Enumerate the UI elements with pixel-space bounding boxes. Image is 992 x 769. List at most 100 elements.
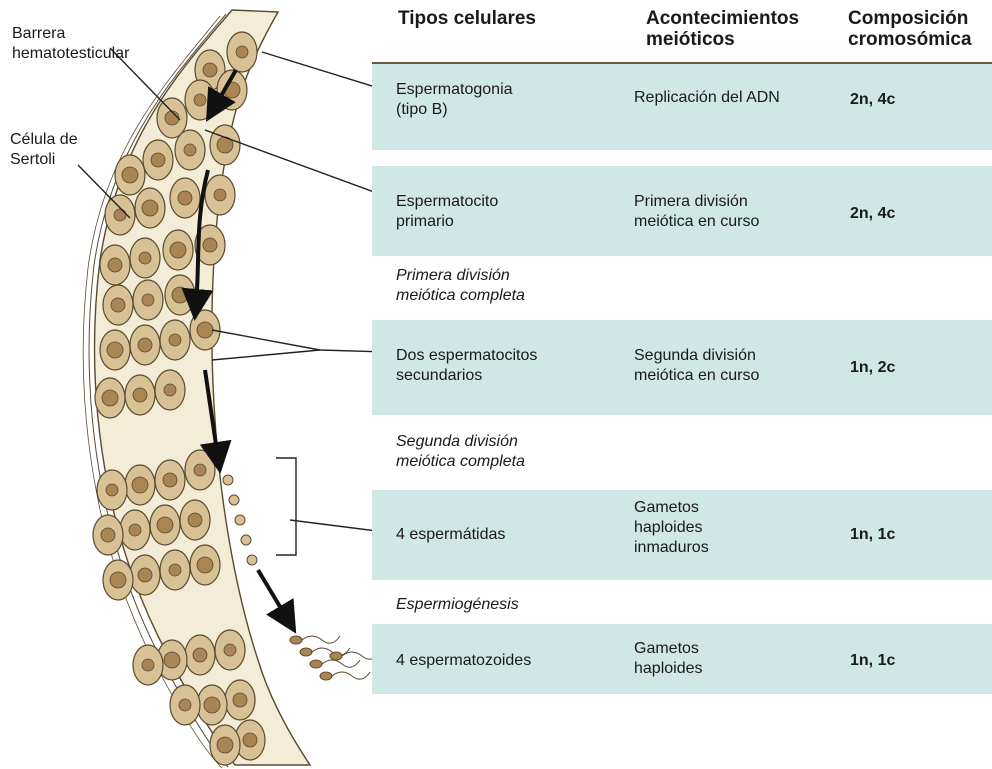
row-4-event: Gametos haploides inmaduros bbox=[634, 498, 709, 558]
cell-nucleus bbox=[217, 737, 233, 753]
spermatozoon-head bbox=[320, 672, 332, 680]
row-2-cell-type-line-2: primario bbox=[396, 212, 498, 232]
cell-nucleus bbox=[169, 564, 181, 576]
row-2-event-line-2: meiótica en curso bbox=[634, 212, 759, 232]
transition-3-label: Espermiogénesis bbox=[396, 595, 519, 615]
spermatozoon-tail bbox=[342, 652, 372, 659]
cell-nucleus bbox=[243, 733, 257, 747]
row-2-event-line-1: Primera división bbox=[634, 192, 759, 212]
row-3-cell-type: Dos espermatocitos secundarios bbox=[396, 346, 537, 386]
cell-nucleus bbox=[194, 94, 206, 106]
spermatozoon-head bbox=[330, 652, 342, 660]
row-1-cell-type-line-1: Espermatogonia bbox=[396, 80, 513, 100]
row-4-event-line-1: Gametos bbox=[634, 498, 709, 518]
barrier-label-line-2: hematotesticular bbox=[12, 44, 129, 64]
cell-nucleus bbox=[184, 144, 196, 156]
row-4-cell-type: 4 espermátidas bbox=[396, 525, 505, 545]
cell-nucleus bbox=[169, 334, 181, 346]
cell-nucleus bbox=[122, 167, 138, 183]
row-3-composition: 1n, 2c bbox=[850, 358, 895, 378]
row-1-cell-type: Espermatogonia (tipo B) bbox=[396, 80, 513, 120]
cell-nucleus bbox=[142, 294, 154, 306]
spermatid bbox=[223, 475, 233, 485]
cell-nucleus bbox=[179, 699, 191, 711]
cell-nucleus bbox=[164, 652, 180, 668]
header-meiotic-events-line-2: meióticos bbox=[646, 29, 799, 50]
cell-nucleus bbox=[132, 477, 148, 493]
cell-nucleus bbox=[108, 258, 122, 272]
row-4-composition: 1n, 1c bbox=[850, 525, 895, 545]
cell-nucleus bbox=[129, 524, 141, 536]
leader-line bbox=[212, 330, 372, 352]
cell-nucleus bbox=[203, 238, 217, 252]
row-5-cell-type: 4 espermatozoides bbox=[396, 651, 531, 671]
sertoli-label-line-2: Sertoli bbox=[10, 150, 78, 170]
row-3-event-line-2: meiótica en curso bbox=[634, 366, 759, 386]
row-5-cell-type-line-1: 4 espermatozoides bbox=[396, 651, 531, 671]
cell-nucleus bbox=[101, 528, 115, 542]
cell-nucleus bbox=[106, 484, 118, 496]
header-composition-line-1: Composición bbox=[848, 8, 972, 29]
header-chromosomal-composition: Composición cromosómica bbox=[848, 8, 972, 50]
header-cell-types: Tipos celulares bbox=[398, 8, 536, 29]
progression-arrow bbox=[258, 570, 288, 620]
cell-nucleus bbox=[170, 242, 186, 258]
cell-nucleus bbox=[233, 693, 247, 707]
row-5-composition: 1n, 1c bbox=[850, 651, 895, 671]
row-2-cell-type-line-1: Espermatocito bbox=[396, 192, 498, 212]
row-2-composition: 2n, 4c bbox=[850, 204, 895, 224]
row-3-event-line-1: Segunda división bbox=[634, 346, 759, 366]
cell-nucleus bbox=[114, 209, 126, 221]
cell-nucleus bbox=[163, 473, 177, 487]
row-5-event-line-1: Gametos bbox=[634, 639, 703, 659]
row-5-event: Gametos haploides bbox=[634, 639, 703, 679]
header-meiotic-events: Acontecimientos meióticos bbox=[646, 8, 799, 50]
row-1-composition: 2n, 4c bbox=[850, 90, 895, 110]
cell-nucleus bbox=[193, 648, 207, 662]
cell-nucleus bbox=[224, 644, 236, 656]
cell-nucleus bbox=[151, 153, 165, 167]
seminiferous-tubule-illustration bbox=[0, 0, 372, 769]
cell-nucleus bbox=[188, 513, 202, 527]
cell-nucleus bbox=[172, 287, 188, 303]
transition-2-label: Segunda división meiótica completa bbox=[396, 432, 525, 472]
row-5-event-line-2: haploides bbox=[634, 659, 703, 679]
spermatid-bracket bbox=[276, 458, 296, 555]
row-3-cell-type-line-1: Dos espermatocitos bbox=[396, 346, 537, 366]
transition-1-line-2: meiótica completa bbox=[396, 286, 525, 306]
row-2-cell-type: Espermatocito primario bbox=[396, 192, 498, 232]
spermatozoon-head bbox=[310, 660, 322, 668]
row-3-cell-type-line-2: secundarios bbox=[396, 366, 537, 386]
leader-line bbox=[212, 350, 320, 360]
cell-nucleus bbox=[142, 200, 158, 216]
cell-nucleus bbox=[165, 111, 179, 125]
cell-nucleus bbox=[214, 189, 226, 201]
row-2-event: Primera división meiótica en curso bbox=[634, 192, 759, 232]
row-1-event: Replicación del ADN bbox=[634, 88, 780, 108]
cell-nucleus bbox=[164, 384, 176, 396]
spermatozoon-head bbox=[300, 648, 312, 656]
header-composition-line-2: cromosómica bbox=[848, 29, 972, 50]
spermatid bbox=[229, 495, 239, 505]
spermatid bbox=[247, 555, 257, 565]
spermatozoon-head bbox=[290, 636, 302, 644]
row-1-cell-type-line-2: (tipo B) bbox=[396, 100, 513, 120]
barrier-label: Barrera hematotesticular bbox=[12, 24, 129, 64]
cell-nucleus bbox=[178, 191, 192, 205]
cell-nucleus bbox=[157, 517, 173, 533]
spermatid bbox=[241, 535, 251, 545]
leader-line bbox=[290, 520, 372, 532]
header-meiotic-events-line-1: Acontecimientos bbox=[646, 8, 799, 29]
germ-cells-group bbox=[93, 32, 372, 765]
row-4-cell-type-line-1: 4 espermátidas bbox=[396, 525, 505, 545]
cell-nucleus bbox=[102, 390, 118, 406]
transition-2-line-1: Segunda división bbox=[396, 432, 525, 452]
cell-nucleus bbox=[139, 252, 151, 264]
transition-1-line-1: Primera división bbox=[396, 266, 525, 286]
spermatozoon-tail bbox=[332, 672, 370, 679]
spermatozoon-tail bbox=[302, 636, 340, 643]
row-4-event-line-3: inmaduros bbox=[634, 538, 709, 558]
row-4-event-line-2: haploides bbox=[634, 518, 709, 538]
spermatozoon-tail bbox=[322, 660, 360, 667]
